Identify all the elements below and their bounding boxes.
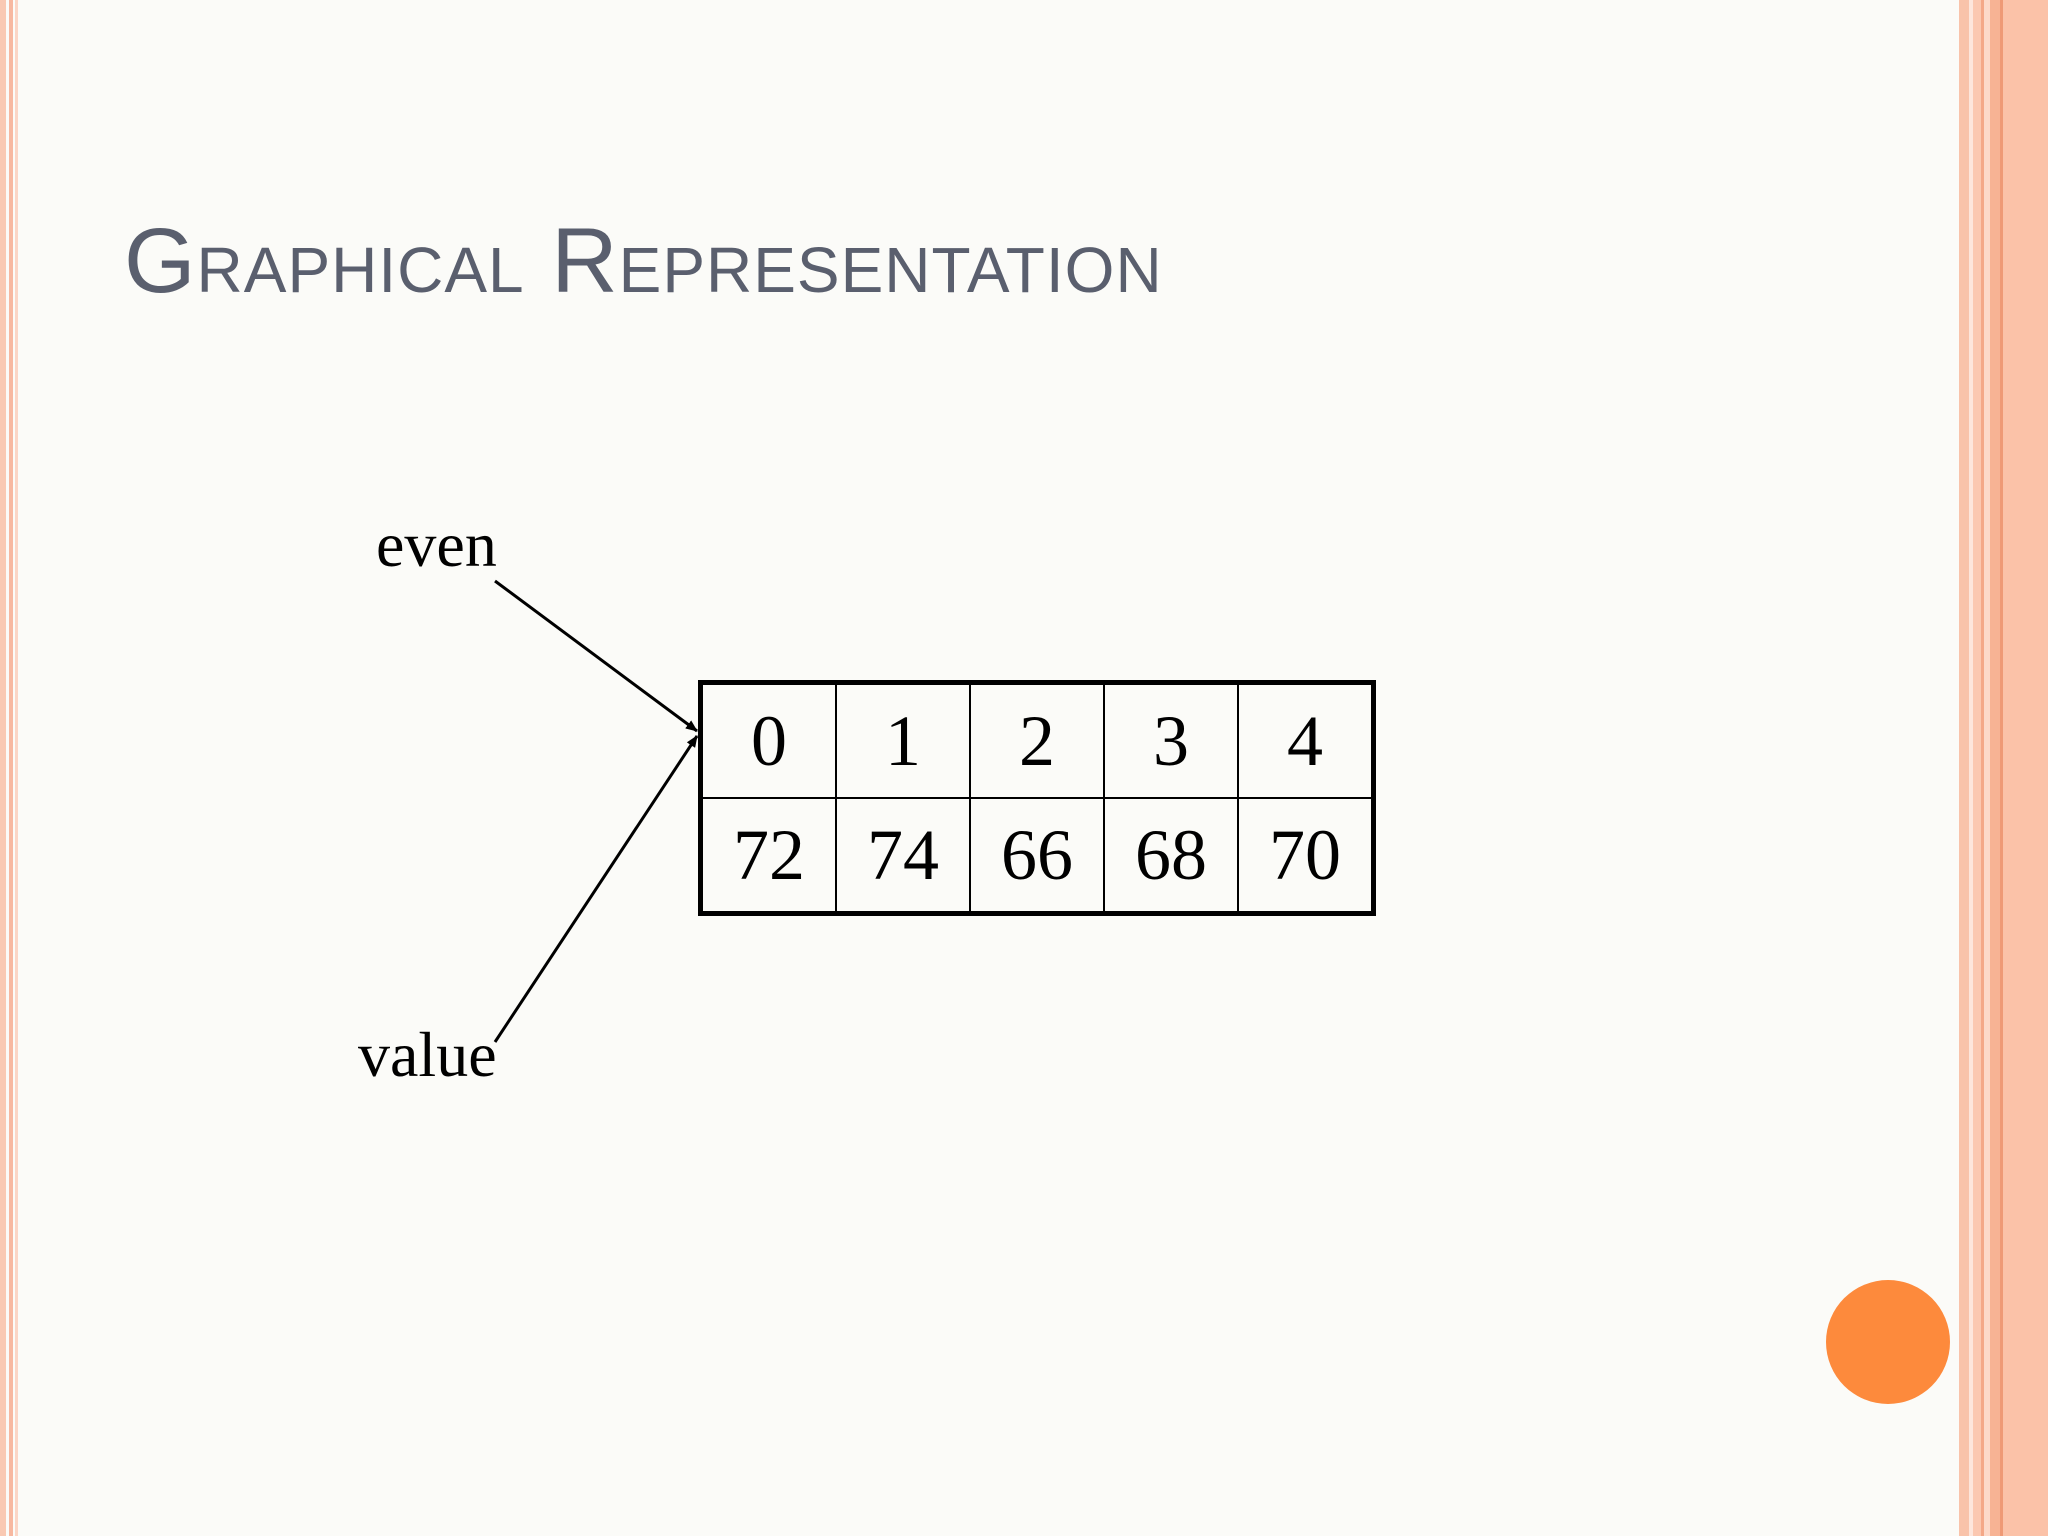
array-table: 0 1 2 3 4 72 74 66 68 70	[698, 680, 1376, 916]
value-cell: 68	[1103, 797, 1239, 915]
index-cell: 1	[835, 681, 971, 799]
right-border-stripe	[1984, 0, 1990, 1536]
right-border-stripe	[1969, 0, 1973, 1536]
even-pointer-arrow	[494, 579, 698, 733]
pointer-label-value: value	[358, 1019, 497, 1090]
value-cell: 70	[1237, 797, 1375, 915]
left-border-stripe	[15, 0, 18, 1536]
right-border-stripe	[1990, 0, 2000, 1536]
index-cell: 0	[699, 681, 837, 799]
value-row: 72 74 66 68 70	[699, 797, 1375, 915]
value-cell: 72	[699, 797, 837, 915]
value-pointer-arrow	[493, 735, 699, 1043]
left-border-stripe	[9, 0, 13, 1536]
right-border-stripe	[1981, 0, 1984, 1536]
slide-title: Graphical Representation	[124, 210, 1163, 312]
left-border-stripe	[0, 0, 6, 1536]
decorative-circle	[1826, 1280, 1950, 1404]
index-cell: 2	[969, 681, 1105, 799]
right-border-stripe	[1973, 0, 1981, 1536]
pointer-label-even: even	[376, 509, 497, 580]
right-border-stripe	[1959, 0, 1969, 1536]
value-cell: 74	[835, 797, 971, 915]
value-cell: 66	[969, 797, 1105, 915]
index-cell: 3	[1103, 681, 1239, 799]
right-border-stripe	[2000, 0, 2003, 1536]
index-row: 0 1 2 3 4	[699, 681, 1375, 799]
right-border-stripe	[2003, 0, 2048, 1536]
index-cell: 4	[1237, 681, 1375, 799]
